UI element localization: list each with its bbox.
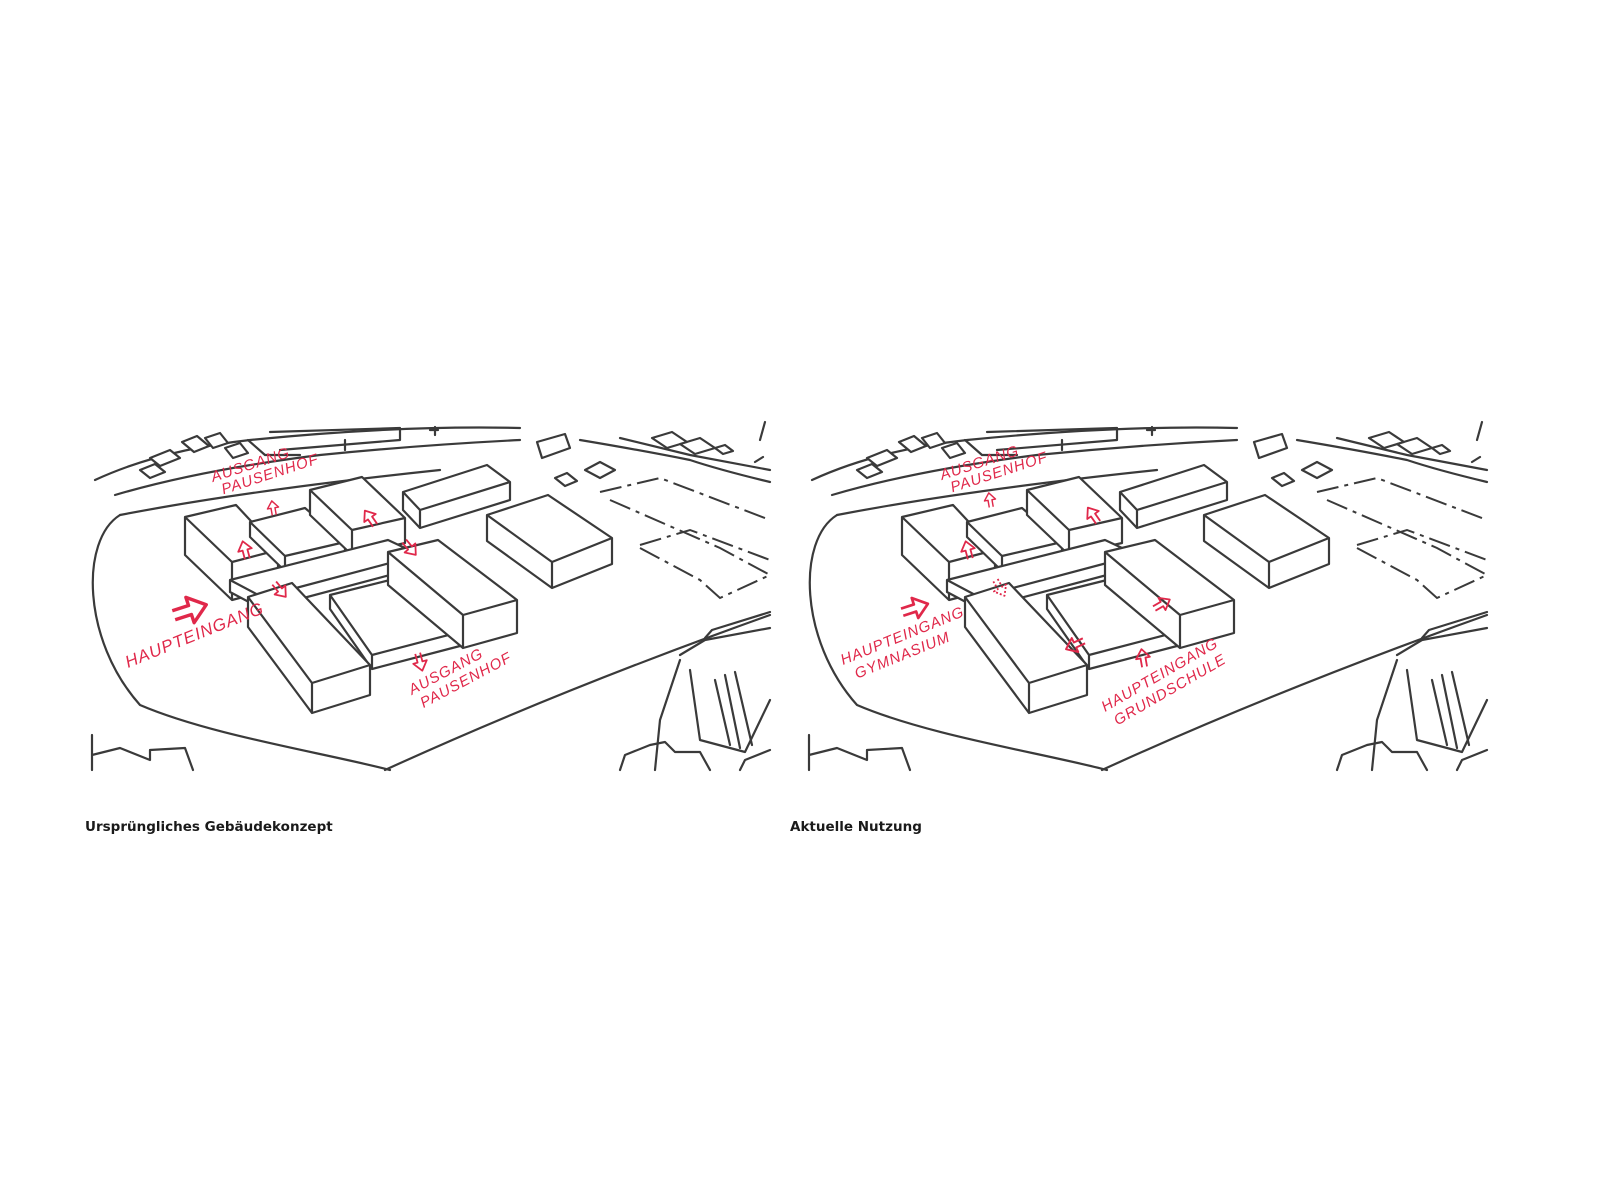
direction-arrow-icon xyxy=(983,492,997,508)
direction-arrow-icon xyxy=(960,540,976,560)
annotation-main-entrance: HAUPTEINGANG xyxy=(122,599,266,672)
direction-arrow-icon xyxy=(412,652,428,672)
direction-arrow-icon xyxy=(237,540,253,560)
direction-arrow-icon xyxy=(401,538,417,556)
direction-arrow-icon xyxy=(363,509,378,528)
direction-arrow-icon xyxy=(171,595,208,625)
direction-arrow-icon xyxy=(1152,597,1171,612)
direction-arrow-icon xyxy=(992,578,1007,597)
direction-arrow-icon xyxy=(1135,648,1151,668)
direction-arrow-icon xyxy=(266,500,280,516)
sketch-original-concept: AUSGANG PAUSENHOF HAUPTEINGANG AUSGANG P… xyxy=(90,420,772,772)
direction-arrow-icon xyxy=(900,596,930,620)
caption-original-concept: Ursprüngliches Gebäudekonzept xyxy=(85,819,333,835)
direction-arrow-icon xyxy=(1086,506,1101,525)
direction-arrow-icon xyxy=(1065,637,1086,653)
direction-arrow-icon xyxy=(271,580,287,598)
sketch-current-use: AUSGANG PAUSENHOF HAUPTEINGANG GYMNASIUM… xyxy=(807,420,1489,772)
caption-current-use: Aktuelle Nutzung xyxy=(790,819,922,835)
